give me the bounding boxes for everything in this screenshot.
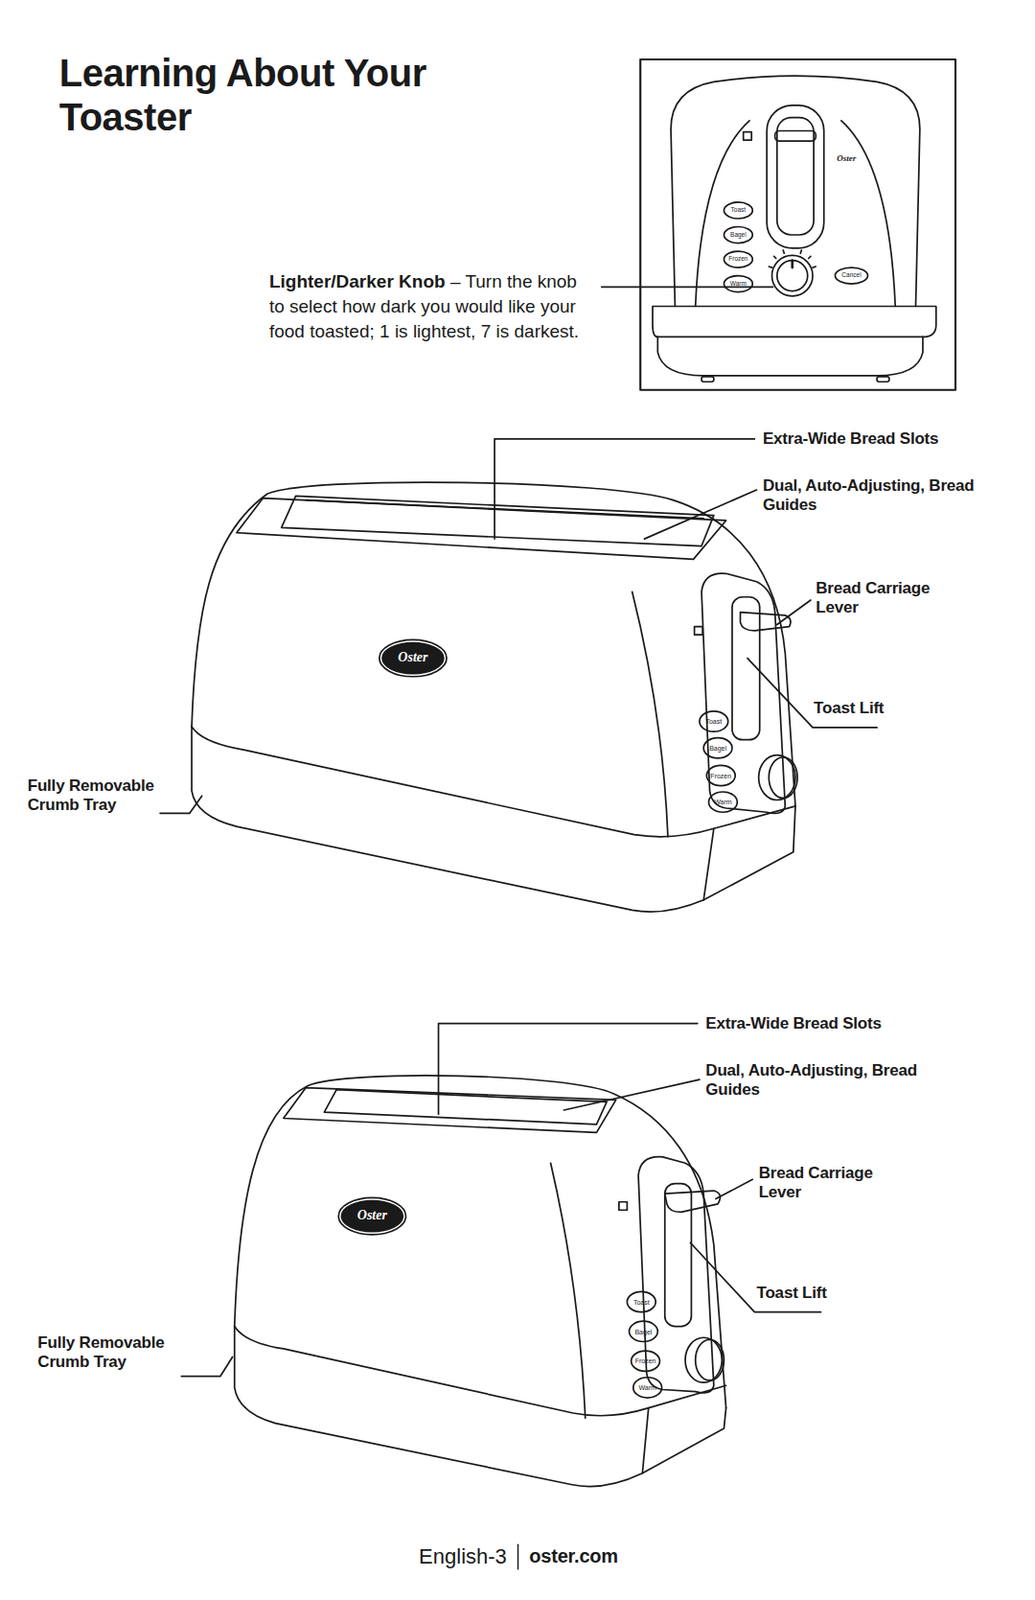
part-callout: Extra-Wide Bread Slots	[762, 429, 1012, 449]
footer-divider	[517, 1543, 519, 1569]
button-label: Toast	[731, 207, 747, 214]
part-callout: Toast Lift	[813, 698, 958, 718]
part-callout: Dual, Auto-Adjusting, Bread Guides	[705, 1060, 921, 1100]
button-label: Warm	[713, 798, 732, 805]
part-callout: Bread Carriage Lever	[759, 1163, 903, 1202]
part-callout: Bread Carriage Lever	[815, 578, 960, 618]
button-label: Cancel	[841, 272, 861, 279]
long-slot-toaster	[191, 482, 798, 912]
button-label: Frozen	[728, 255, 748, 263]
part-callout: Fully Removable Crumb Tray	[27, 776, 184, 815]
button-label: Bagel	[709, 743, 727, 751]
page-footer: English-3	[418, 1543, 507, 1569]
button-label: Warm	[638, 1383, 656, 1391]
two-slice-toaster	[234, 1075, 727, 1487]
leader-line	[160, 438, 877, 814]
front-view-toaster	[652, 75, 937, 382]
brand-logo: Oster	[397, 650, 428, 665]
part-callout: Extra-Wide Bread Slots	[705, 1013, 955, 1034]
part-callout: Fully Removable Crumb Tray	[37, 1333, 193, 1372]
brand-logo: Oster	[357, 1208, 388, 1222]
part-callout: Toast Lift	[757, 1283, 901, 1303]
part-name: Lighter/Darker Knob	[269, 271, 446, 292]
button-label: Bagel	[634, 1327, 652, 1334]
part-callout: Dual, Auto-Adjusting, Bread Guides	[762, 476, 979, 515]
leader-line	[601, 285, 774, 288]
button-label: Bagel	[730, 230, 747, 238]
inset-frame	[640, 59, 956, 391]
button-label: Toast	[705, 717, 722, 725]
button-label: Warm	[730, 280, 747, 288]
button-label: Frozen	[710, 771, 732, 779]
brand-logo: Oster	[836, 153, 856, 162]
page-title: Learning About Your Toaster	[59, 50, 510, 139]
knob-description: Lighter/Darker Knob – Turn the knob to s…	[269, 269, 592, 345]
button-label: Frozen	[635, 1357, 657, 1364]
button-label: Toast	[633, 1297, 650, 1305]
page-footer: oster.com	[529, 1544, 619, 1568]
